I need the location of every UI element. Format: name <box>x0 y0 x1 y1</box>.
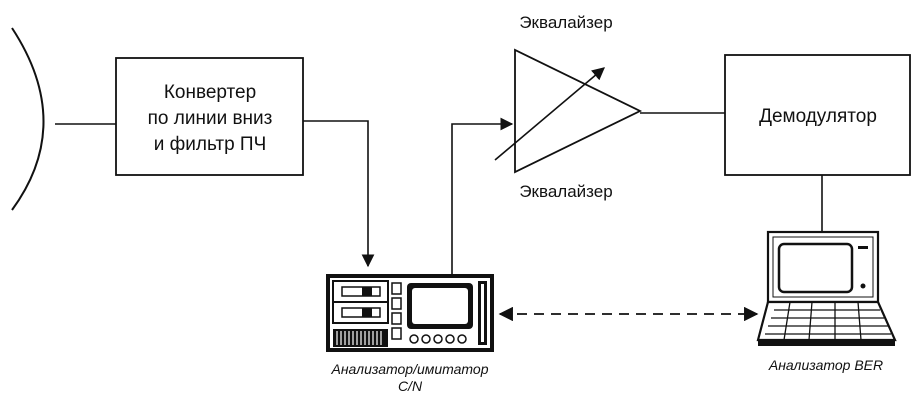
demodulator-label: Демодулятор <box>759 106 877 127</box>
equalizer-amplifier-icon <box>514 48 643 174</box>
antenna-dish-icon <box>11 27 45 211</box>
cn-analyzer-caption-line-2: C/N <box>398 378 423 394</box>
ber-analyzer-caption: Анализатор BER <box>768 357 883 373</box>
cn-analyzer-caption-line-1: Анализатор/имитатор <box>331 361 489 377</box>
converter-label-line-3: и фильтр ПЧ <box>154 134 267 155</box>
ber-laptop-icon <box>756 230 897 346</box>
converter-block <box>115 57 304 176</box>
equalizer-adjust-arrow <box>494 67 605 161</box>
analyzer-to-equalizer-line <box>451 117 514 274</box>
cn-analyzer-instrument-icon <box>326 274 494 352</box>
converter-label-line-2: по линии вниз <box>148 108 273 129</box>
converter-to-analyzer-line <box>303 120 375 268</box>
equalizer-bottom-label: Эквалайзер <box>519 182 612 201</box>
equalizer-top-label: Эквалайзер <box>519 13 612 32</box>
demodulator-block <box>724 54 911 176</box>
converter-label-line-1: Конвертер <box>164 82 256 103</box>
